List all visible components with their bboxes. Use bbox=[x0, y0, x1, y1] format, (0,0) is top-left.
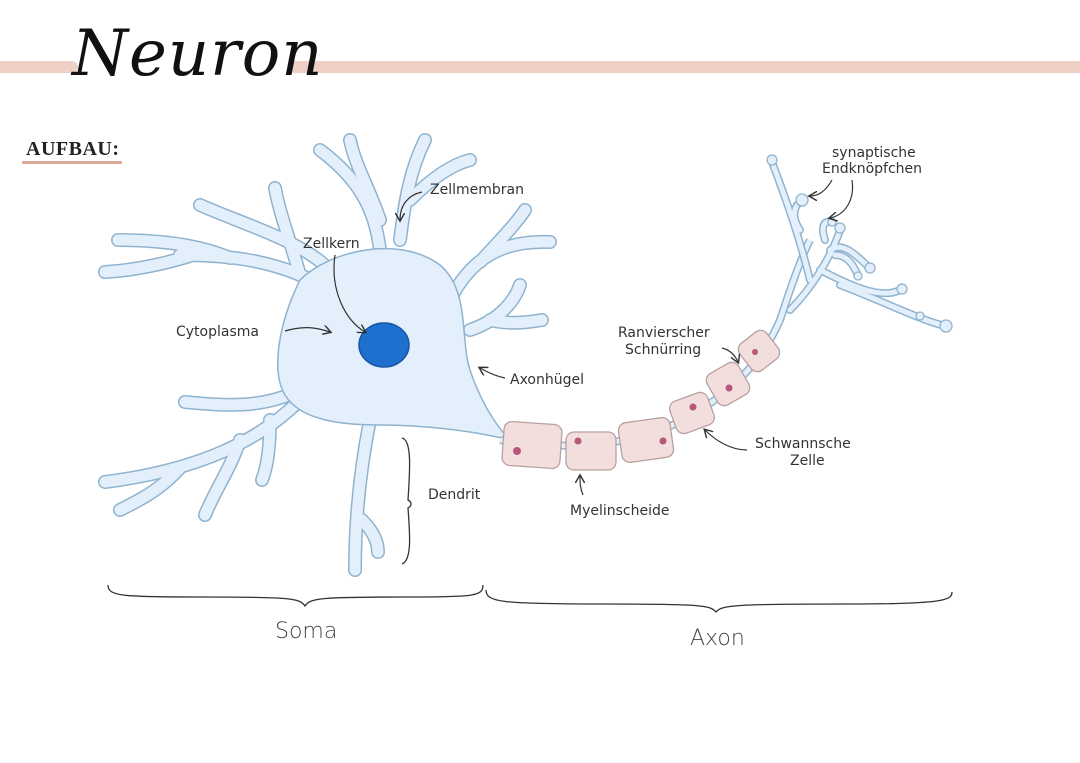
label-dendrit: Dendrit bbox=[428, 487, 481, 503]
schwann-cell bbox=[501, 420, 563, 470]
label-axonhuegel: Axonhügel bbox=[510, 372, 584, 388]
section-heading: AUFBAU: bbox=[26, 138, 120, 160]
dendrite-bracket bbox=[401, 437, 412, 565]
region-axon-label: Axon bbox=[690, 626, 745, 651]
schwann-cell bbox=[705, 361, 751, 407]
nucleus bbox=[358, 322, 410, 368]
title-accent-bar-right bbox=[288, 61, 1080, 73]
section-heading-underline bbox=[22, 161, 122, 164]
schwann-cell bbox=[668, 391, 716, 435]
schwann-cell bbox=[565, 431, 617, 471]
label-schwann-line2: Zelle bbox=[790, 453, 825, 469]
label-cytoplasma: Cytoplasma bbox=[176, 324, 259, 340]
label-ranvier-line2: Schnürring bbox=[625, 342, 701, 358]
label-schwann-line1: Schwannsche bbox=[755, 436, 851, 452]
soma-brace bbox=[107, 584, 484, 608]
region-soma-label: Soma bbox=[275, 619, 337, 644]
schwann-nuclei bbox=[513, 349, 758, 455]
axon-brace bbox=[485, 589, 953, 613]
label-zellkern: Zellkern bbox=[303, 236, 360, 252]
axon-terminals bbox=[766, 154, 953, 333]
label-synaptic-line2: Endknöpfchen bbox=[822, 161, 922, 177]
page-title: Neuron bbox=[72, 17, 324, 91]
title-accent-bar-left bbox=[0, 61, 78, 73]
label-myelinscheide: Myelinscheide bbox=[570, 503, 670, 519]
label-synaptic-line1: synaptische bbox=[832, 145, 916, 161]
cell-body bbox=[98, 133, 557, 577]
label-ranvier-line1: Ranvierscher bbox=[618, 325, 710, 341]
schwann-cell bbox=[617, 416, 675, 464]
label-zellmembran: Zellmembran bbox=[430, 182, 524, 198]
schwann-cell bbox=[737, 329, 781, 373]
